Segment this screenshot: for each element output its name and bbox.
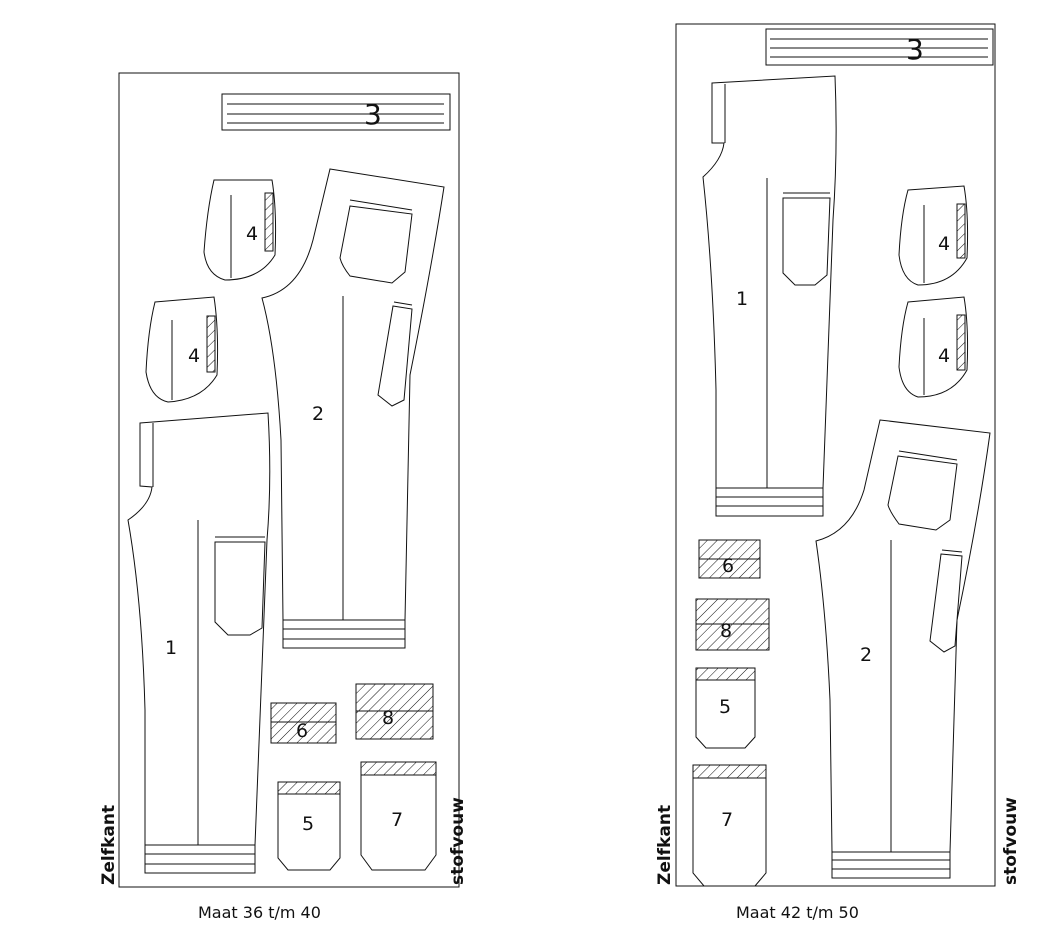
layout-size-42-50: 3 1 4 4: [655, 23, 1021, 922]
piece-label: 5: [719, 696, 731, 718]
piece-pocket-bag: 4: [203, 179, 277, 281]
piece-label: 7: [721, 809, 733, 831]
piece-small-7: 7: [360, 761, 437, 871]
piece-label: 2: [312, 403, 324, 425]
piece-label: 8: [720, 620, 732, 642]
piece-pocket-bag: 4: [898, 185, 969, 286]
selvedge-label: Zelfkant: [655, 805, 675, 885]
piece-label: 6: [722, 555, 734, 577]
piece-back-trouser: 2: [261, 168, 445, 649]
piece-back-trouser: 2: [815, 419, 991, 879]
piece-pocket-bag: 4: [145, 296, 219, 403]
piece-label: 3: [906, 33, 924, 66]
piece-label: 1: [736, 288, 748, 310]
piece-front-trouser: 1: [127, 412, 271, 874]
piece-small-7: 7: [692, 764, 767, 887]
selvedge-label: Zelfkant: [99, 805, 119, 885]
piece-label: 3: [364, 98, 382, 131]
piece-waistband: 3: [765, 28, 994, 66]
piece-small-6: 6: [270, 702, 337, 744]
size-caption: Maat 36 t/m 40: [198, 903, 321, 922]
piece-small-5: 5: [695, 667, 756, 749]
piece-small-8: 8: [355, 683, 434, 740]
piece-small-5: 5: [277, 781, 341, 871]
piece-label: 4: [188, 345, 200, 367]
piece-label: 4: [938, 233, 950, 255]
piece-small-8: 8: [695, 598, 770, 651]
piece-small-6: 6: [698, 539, 761, 579]
fabric-panel: [118, 72, 460, 888]
piece-label: 6: [296, 720, 308, 742]
fabric-panel: [675, 23, 996, 887]
size-caption: Maat 42 t/m 50: [736, 903, 859, 922]
piece-label: 4: [246, 223, 258, 245]
piece-waistband: 3: [221, 93, 451, 131]
piece-label: 2: [860, 644, 872, 666]
piece-label: 4: [938, 345, 950, 367]
fold-label: stofvouw: [448, 797, 468, 885]
fold-label: stofvouw: [1001, 797, 1021, 885]
piece-pocket-bag: 4: [898, 296, 969, 398]
piece-label: 5: [302, 813, 314, 835]
piece-label: 7: [391, 809, 403, 831]
piece-label: 1: [165, 637, 177, 659]
layout-size-36-40: 3 4 4 2: [99, 72, 468, 922]
piece-front-trouser: 1: [702, 75, 837, 517]
piece-label: 8: [382, 707, 394, 729]
